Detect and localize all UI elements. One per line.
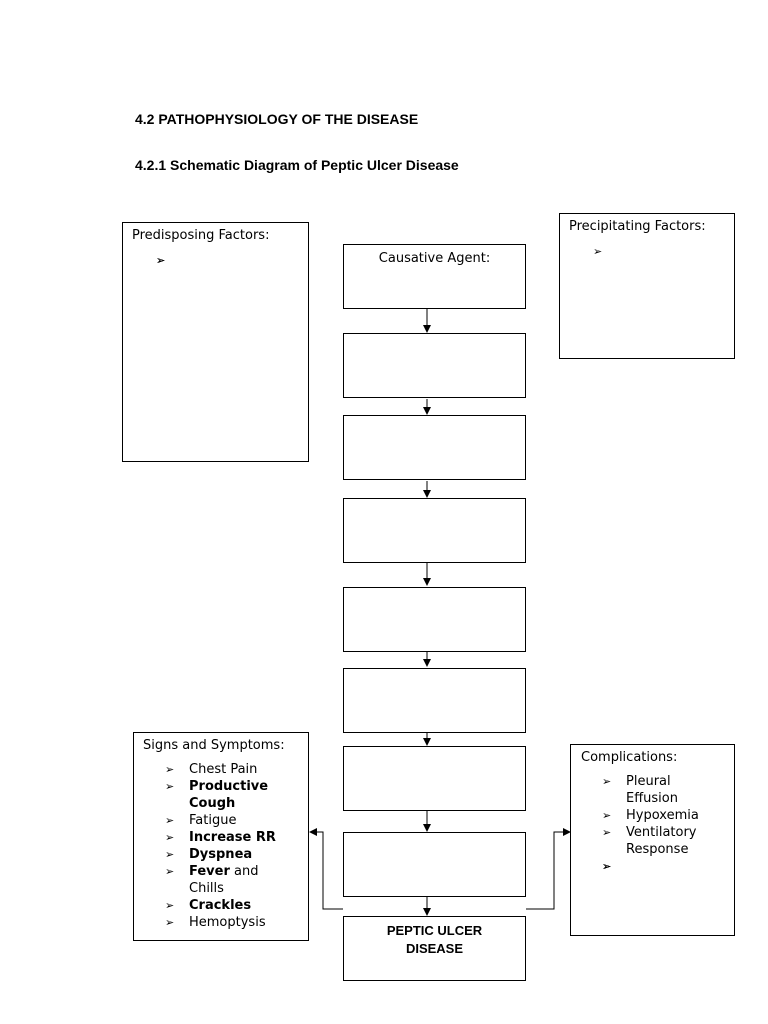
- predisposing-factors-box: Predisposing Factors: ➢ ➢ ➢: [122, 222, 309, 462]
- signs-title: Signs and Symptoms:: [143, 738, 285, 753]
- bullet-arrow-icon: ➢: [165, 763, 175, 776]
- list-item: Response: [626, 842, 689, 857]
- list-item: Chills: [189, 881, 224, 896]
- list-item: ➢Chest Pain: [165, 762, 258, 777]
- flow-step-box: [343, 746, 526, 811]
- flow-step-box: [343, 587, 526, 652]
- list-item: ➢Hypoxemia: [602, 808, 699, 823]
- signs-and-symptoms-box: Signs and Symptoms: ➢Chest Pain ➢Producti…: [133, 732, 309, 941]
- bullet-arrow-icon: ➢: [602, 860, 612, 873]
- causative-agent-label: Causative Agent:: [378, 251, 491, 266]
- section-heading: 4.2 PATHOPHYSIOLOGY OF THE DISEASE: [135, 111, 419, 127]
- list-item: ➢Productive: [165, 779, 269, 794]
- bullet-arrow-icon: ➢: [602, 860, 612, 873]
- list-item: ➢Ventilatory: [602, 825, 697, 840]
- flow-step-box: [343, 498, 526, 563]
- bullet-arrow-icon: ➢: [593, 245, 603, 258]
- bullet-arrow-icon: ➢: [602, 860, 612, 873]
- bullet-arrow-icon: ➢: [602, 775, 612, 788]
- complications-title: Complications:: [581, 750, 678, 765]
- bullet-arrow-icon: ➢: [165, 814, 175, 827]
- bullet-arrow-icon: ➢: [165, 780, 175, 793]
- predisposing-title: Predisposing Factors:: [132, 228, 270, 243]
- bullet-arrow-icon: ➢: [602, 860, 612, 873]
- list-item: ➢Fever and: [165, 864, 259, 879]
- flow-step-box: [343, 668, 526, 733]
- bullet-arrow-icon: ➢: [165, 899, 175, 912]
- list-item: ➢Fatigue: [165, 813, 237, 828]
- bullet-arrow-icon: ➢: [602, 826, 612, 839]
- bullet-arrow-icon: ➢: [156, 254, 166, 267]
- bullet-arrow-icon: ➢: [156, 254, 166, 267]
- complications-connector: [526, 828, 571, 910]
- precipitating-factors-box: Precipitating Factors: ➢: [559, 213, 735, 359]
- flow-step-box: [343, 333, 526, 398]
- bullet-arrow-icon: ➢: [165, 848, 175, 861]
- bullet-arrow-icon: ➢: [165, 831, 175, 844]
- precipitating-title: Precipitating Factors:: [569, 219, 706, 234]
- list-item: ➢Increase RR: [165, 830, 276, 845]
- flow-step-box: [343, 415, 526, 480]
- list-item: ➢Dyspnea: [165, 847, 253, 862]
- list-item: ➢Pleural: [602, 774, 671, 789]
- peptic-ulcer-disease-label: PEPTIC ULCER DISEASE: [386, 923, 483, 956]
- signs-connector: [309, 828, 343, 910]
- list-item: Cough: [189, 796, 236, 811]
- subsection-heading: 4.2.1 Schematic Diagram of Peptic Ulcer …: [135, 157, 459, 173]
- flow-step-box: [343, 832, 526, 897]
- bullet-arrow-icon: ➢: [165, 916, 175, 929]
- peptic-ulcer-disease-box: PEPTIC ULCER DISEASE: [343, 916, 526, 981]
- list-item: ➢Crackles: [165, 898, 252, 913]
- list-item: Effusion: [626, 791, 678, 806]
- bullet-arrow-icon: ➢: [602, 809, 612, 822]
- causative-agent-box: Causative Agent:: [343, 244, 526, 309]
- bullet-arrow-icon: ➢: [156, 254, 166, 267]
- bullet-arrow-icon: ➢: [165, 865, 175, 878]
- list-item: ➢Hemoptysis: [165, 915, 266, 930]
